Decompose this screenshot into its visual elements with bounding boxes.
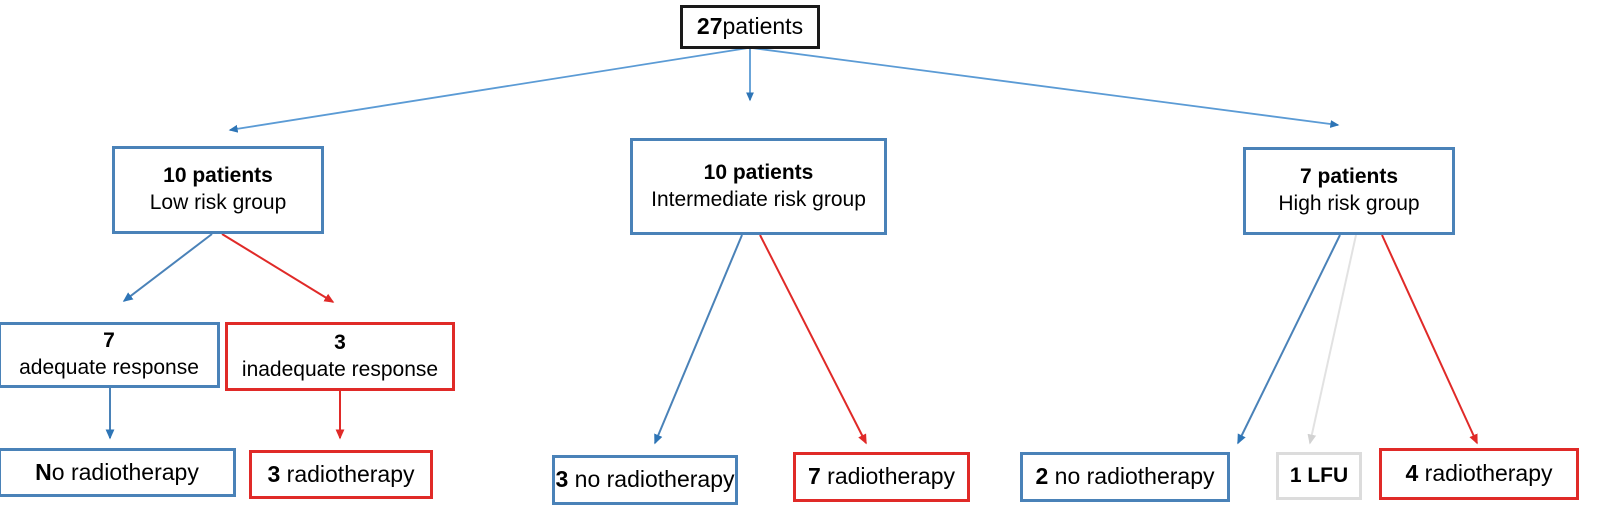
root-text: 27patients xyxy=(697,12,803,41)
node-low-risk-group[interactable]: 10 patients Low risk group xyxy=(112,146,324,234)
outcome-count-3: 7 xyxy=(807,463,821,490)
edge-high-to-no-radiotherapy xyxy=(1237,234,1341,445)
edge-intermediate-to-radiotherapy xyxy=(759,234,867,445)
outcome-label-2: no radiotherapy xyxy=(568,466,735,493)
node-no-radiotherapy-high[interactable]: 2 no radiotherapy xyxy=(1020,452,1230,502)
node-intermediate-risk-group[interactable]: 10 patients Intermediate risk group xyxy=(630,138,887,235)
outcome-text-3: 7 radiotherapy xyxy=(808,462,955,491)
high-risk-label: High risk group xyxy=(1278,192,1420,215)
node-no-radiotherapy-intermediate[interactable]: 3 no radiotherapy xyxy=(552,455,738,505)
outcome-text-0: No radiotherapy xyxy=(35,458,199,487)
edge-low-risk-to-inadequate xyxy=(221,233,335,303)
intermediate-risk-count: 10 patients xyxy=(703,160,814,184)
node-lost-to-followup-high[interactable]: 1 LFU xyxy=(1276,452,1362,500)
outcome-count-1: 3 xyxy=(267,460,281,487)
node-radiotherapy-intermediate[interactable]: 7 radiotherapy xyxy=(793,452,970,502)
edge-high-to-lfu xyxy=(1307,234,1357,445)
edge-high-to-radiotherapy xyxy=(1381,234,1478,445)
high-risk-count: 7 patients xyxy=(1299,165,1399,189)
intermediate-risk-label: Intermediate risk group xyxy=(651,187,866,211)
low-risk-label: Low risk group xyxy=(149,191,287,214)
node-root-patients[interactable]: 27patients xyxy=(680,5,820,49)
outcome-count-5: 1 xyxy=(1289,463,1302,487)
outcome-text-2: 3 no radiotherapy xyxy=(555,465,734,494)
outcome-label-5: LFU xyxy=(1301,463,1349,487)
edge-intermediate-to-no-radiotherapy xyxy=(654,234,743,445)
outcome-label-4: no radiotherapy xyxy=(1048,463,1215,490)
root-label: patients xyxy=(722,13,804,40)
node-inadequate-response[interactable]: 3 inadequate response xyxy=(225,322,455,391)
edge-low-risk-to-adequate xyxy=(122,233,213,302)
outcome-text-5: 1 LFU xyxy=(1290,463,1348,490)
outcome-label-1: radiotherapy xyxy=(280,460,415,487)
edge-root-to-high-risk xyxy=(751,47,1340,128)
outcome-text-1: 3 radiotherapy xyxy=(267,460,414,489)
node-radiotherapy-high[interactable]: 4 radiotherapy xyxy=(1379,448,1579,500)
outcome-count-4: 2 xyxy=(1035,463,1049,490)
inadequate-count: 3 xyxy=(334,330,346,354)
node-adequate-response[interactable]: 7 adequate response xyxy=(0,322,220,388)
adequate-count: 7 xyxy=(103,329,115,353)
edge-root-to-low-risk xyxy=(228,47,749,133)
node-high-risk-group[interactable]: 7 patients High risk group xyxy=(1243,147,1455,235)
inadequate-label: inadequate response xyxy=(241,357,439,381)
outcome-label-3: radiotherapy xyxy=(820,463,956,490)
outcome-count-6: 4 xyxy=(1405,460,1419,487)
node-radiotherapy-low-inadequate[interactable]: 3 radiotherapy xyxy=(249,450,433,499)
outcome-count-0: N xyxy=(35,458,52,485)
low-risk-count: 10 patients xyxy=(163,164,273,188)
root-count: 27 xyxy=(696,13,723,40)
outcome-label-6: radiotherapy xyxy=(1418,460,1553,487)
outcome-count-2: 3 xyxy=(555,466,569,493)
outcome-text-4: 2 no radiotherapy xyxy=(1035,462,1214,491)
outcome-label-0: o radiotherapy xyxy=(51,458,199,485)
node-no-radiotherapy-low-adequate[interactable]: No radiotherapy xyxy=(0,448,236,497)
outcome-text-6: 4 radiotherapy xyxy=(1405,459,1552,488)
adequate-label: adequate response xyxy=(19,356,199,379)
